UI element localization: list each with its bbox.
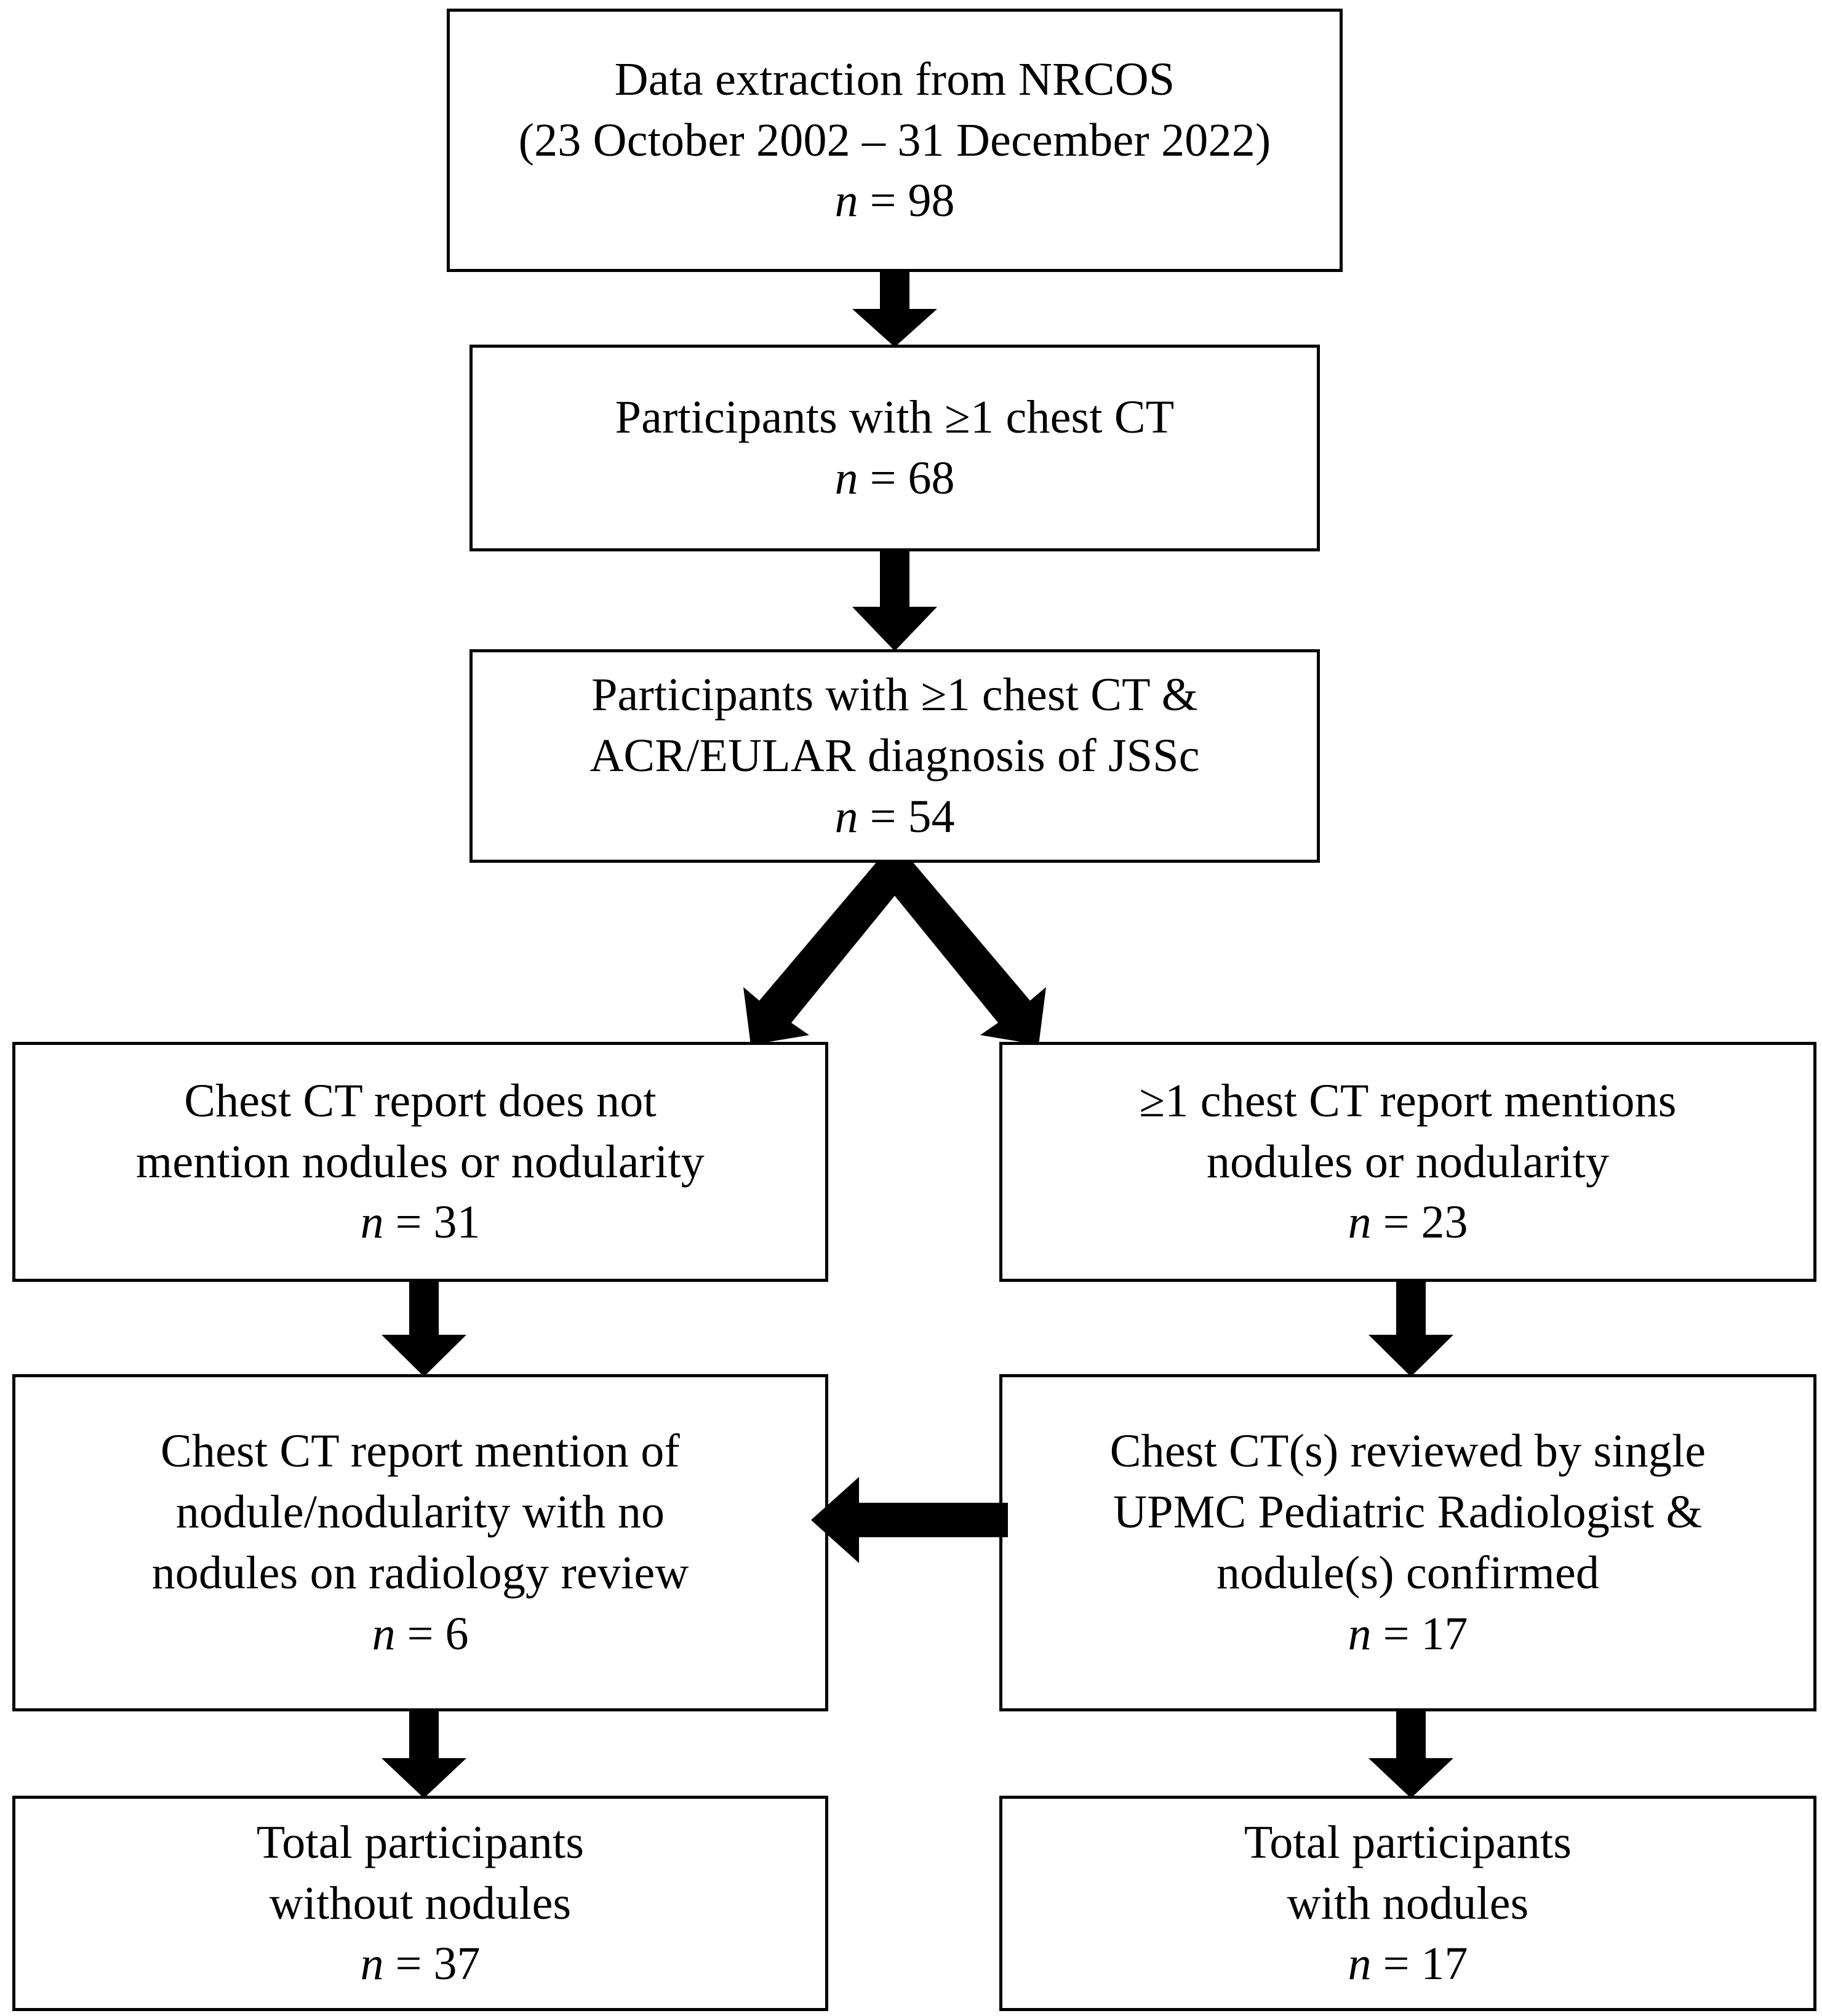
n-value: 37 — [433, 1938, 481, 1990]
arrow-confirmed-to-total-with — [1368, 1710, 1453, 1798]
node-line: Participants with ≥1 chest CT — [615, 391, 1175, 444]
n-value: 98 — [908, 175, 955, 227]
node-count: n = 68 — [835, 448, 955, 509]
n-value: 17 — [1421, 1938, 1468, 1990]
node-count: n = 98 — [835, 170, 955, 231]
n-equals: = — [858, 175, 908, 227]
node-report-no-mention[interactable]: Chest CT report does not mention nodules… — [12, 1042, 828, 1282]
n-equals: = — [383, 1196, 434, 1249]
node-line: Data extraction from NRCOS — [614, 53, 1175, 105]
n-value: 54 — [908, 790, 955, 842]
n-value: 17 — [1421, 1607, 1468, 1660]
node-line: ACR/EULAR diagnosis of JSSc — [589, 730, 1200, 782]
node-participants-jssc[interactable]: Participants with ≥1 chest CT & ACR/EULA… — [469, 649, 1320, 863]
n-equals: = — [1371, 1607, 1421, 1660]
arrow-extraction-to-chestct — [852, 271, 937, 347]
node-line: nodules or nodularity — [1206, 1135, 1610, 1188]
n-symbol: n — [372, 1607, 396, 1660]
n-symbol: n — [1348, 1938, 1372, 1990]
node-data-extraction[interactable]: Data extraction from NRCOS (23 October 2… — [447, 9, 1343, 272]
n-value: 23 — [1421, 1196, 1468, 1249]
node-line: with nodules — [1287, 1877, 1529, 1929]
node-line: Chest CT report mention of — [161, 1425, 680, 1478]
node-line: without nodules — [269, 1877, 572, 1929]
n-symbol: n — [834, 452, 858, 504]
node-count: n = 37 — [361, 1934, 481, 1994]
n-symbol: n — [360, 1938, 384, 1990]
n-value: 31 — [433, 1196, 481, 1249]
arrow-no-nodules-to-total-without — [382, 1710, 466, 1798]
n-symbol: n — [360, 1196, 384, 1249]
node-line: Participants with ≥1 chest CT & — [591, 669, 1198, 721]
arrow-mention-to-confirmed — [1368, 1281, 1453, 1377]
node-line: (23 October 2002 – 31 December 2022) — [518, 114, 1271, 166]
n-equals: = — [858, 790, 908, 842]
arrow-chestct-to-jssc — [852, 550, 937, 651]
node-count: n = 17 — [1348, 1934, 1468, 1994]
node-no-nodules-on-review[interactable]: Chest CT report mention of nodule/nodula… — [12, 1374, 828, 1711]
node-line: ≥1 chest CT report mentions — [1139, 1074, 1677, 1127]
node-report-mentions-nodules[interactable]: ≥1 chest CT report mentions nodules or n… — [999, 1042, 1816, 1282]
node-participants-chest-ct[interactable]: Participants with ≥1 chest CT n = 68 — [469, 345, 1320, 551]
node-total-with-nodules[interactable]: Total participants with nodules n = 17 — [999, 1796, 1816, 2011]
node-line: nodule/nodularity with no — [175, 1486, 665, 1538]
n-equals: = — [858, 452, 908, 504]
n-symbol: n — [1348, 1607, 1372, 1660]
node-line: Chest CT(s) reviewed by single — [1109, 1425, 1706, 1478]
node-line: mention nodules or nodularity — [136, 1135, 705, 1188]
node-count: n = 23 — [1348, 1192, 1468, 1253]
node-count: n = 54 — [835, 786, 955, 847]
n-symbol: n — [834, 175, 858, 227]
n-value: 6 — [445, 1607, 469, 1660]
n-equals: = — [395, 1607, 446, 1660]
n-equals: = — [1371, 1938, 1421, 1990]
n-symbol: n — [1348, 1196, 1372, 1249]
node-line: Total participants — [1244, 1816, 1572, 1868]
arrow-confirmed-to-no-nodules — [811, 1477, 1008, 1563]
node-line: Total participants — [256, 1816, 585, 1868]
arrow-split-jssc-to-branches — [743, 860, 1046, 1045]
arrow-no-mention-to-no-nodules — [382, 1281, 466, 1377]
node-line: UPMC Pediatric Radiologist & — [1113, 1486, 1703, 1538]
n-value: 68 — [908, 452, 955, 504]
node-count: n = 6 — [372, 1604, 469, 1665]
n-symbol: n — [834, 790, 858, 842]
n-equals: = — [383, 1938, 434, 1990]
node-line: nodules on radiology review — [151, 1547, 689, 1599]
node-nodules-confirmed[interactable]: Chest CT(s) reviewed by single UPMC Pedi… — [999, 1374, 1816, 1711]
n-equals: = — [1371, 1196, 1421, 1249]
node-line: nodule(s) confirmed — [1216, 1547, 1600, 1599]
node-count: n = 31 — [361, 1192, 481, 1253]
node-total-without-nodules[interactable]: Total participants without nodules n = 3… — [12, 1796, 828, 2011]
node-line: Chest CT report does not — [184, 1074, 657, 1127]
node-count: n = 17 — [1348, 1604, 1468, 1665]
